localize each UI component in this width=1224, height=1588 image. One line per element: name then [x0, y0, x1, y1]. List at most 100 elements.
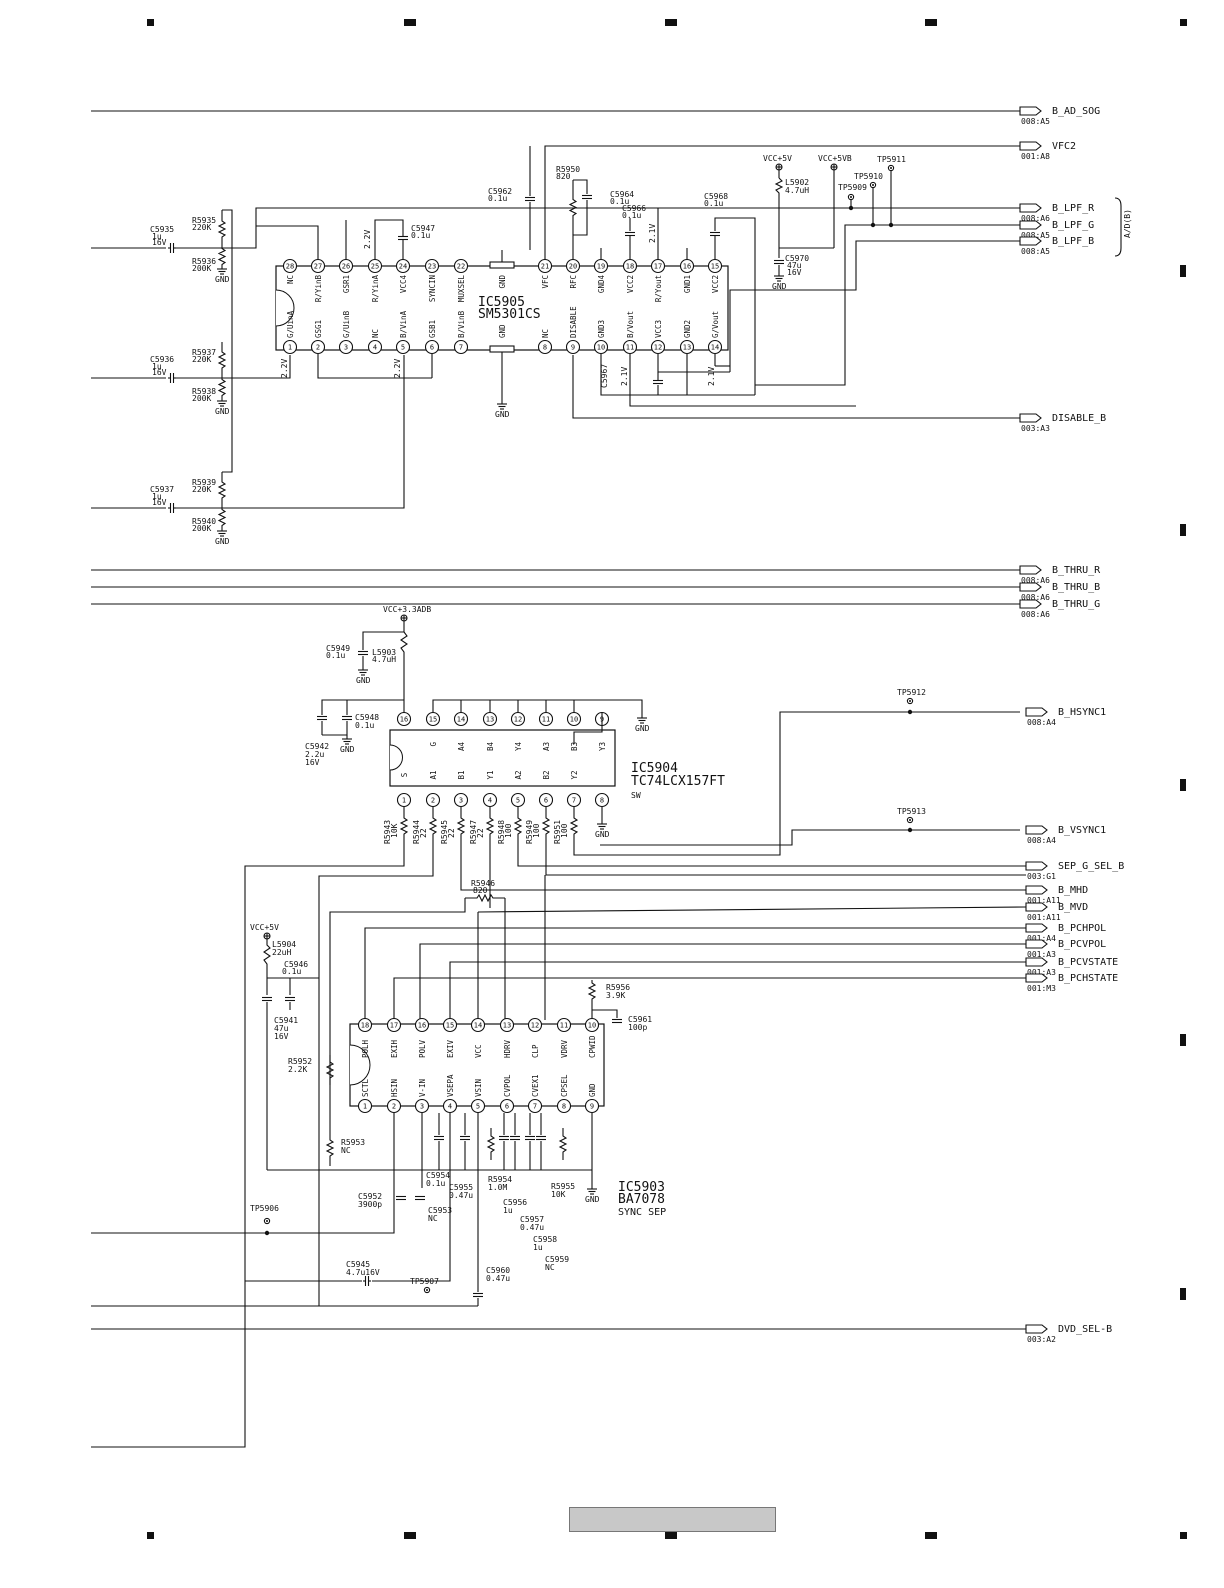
port-ref: 003:A2: [1027, 1335, 1056, 1344]
junction: [888, 222, 894, 228]
resistor: [325, 1130, 335, 1166]
ic-pin-number: 10: [570, 716, 578, 724]
gnd-label: GND: [356, 676, 371, 685]
ic-pin: [679, 339, 695, 355]
resistor: [558, 1128, 568, 1160]
offpage-connector-icon: [1025, 902, 1048, 912]
offpage-connector-icon: [1025, 1324, 1048, 1334]
ic-pin-number: 7: [459, 344, 463, 352]
offpage-connector-icon: [1019, 141, 1042, 151]
ic-pin-number: 9: [590, 1103, 594, 1111]
wire: [729, 240, 1020, 372]
ic-pin-label: Y2: [570, 770, 579, 779]
port-name: B_PCVPOL: [1058, 939, 1106, 950]
offpage-connector-icon: [1025, 707, 1048, 717]
ic-pin: [338, 339, 354, 355]
ic-pin-number: 8: [562, 1103, 566, 1111]
ic-pin-number: 15: [446, 1022, 454, 1030]
component-ref: C5960: [486, 1266, 510, 1275]
offpage-connector-icon: [1019, 220, 1042, 230]
testpoint-icon: [872, 184, 874, 186]
border-mark: [404, 1532, 416, 1539]
ic-pin: [282, 339, 298, 355]
ic-pin-number: 18: [361, 1022, 369, 1030]
port-ref: 008:A6: [1021, 610, 1050, 619]
ic-sub: SW: [631, 791, 641, 800]
component-value: 0.1u: [411, 231, 430, 240]
ic-pin: [425, 792, 441, 808]
component-ref: C5968: [704, 192, 728, 201]
component-value: 220K: [192, 355, 211, 364]
ic-pin-label: DISABLE: [569, 306, 578, 338]
ic-pin-number: 11: [560, 1022, 568, 1030]
component-ref: C5959: [545, 1255, 569, 1264]
resistor: [465, 893, 505, 903]
component-value: 0.1u: [426, 1179, 445, 1188]
ic-pin-label: HDRV: [503, 1039, 512, 1058]
ic-pin-label: GND1: [683, 275, 692, 293]
wire: [600, 829, 1020, 846]
ic-pin-label: NC: [286, 275, 295, 284]
ic-pin: [537, 339, 553, 355]
wire: [544, 145, 1020, 261]
border-mark: [404, 19, 416, 26]
component-value: 3900p: [358, 1200, 382, 1209]
resistor: [399, 807, 409, 845]
wire: [629, 354, 856, 407]
component-value: 0.1u: [704, 199, 723, 208]
ic-pin-label: VCC4: [399, 275, 408, 294]
port-ref: 003:G1: [1027, 872, 1056, 881]
testpoint-label: TP5906: [250, 1204, 279, 1213]
ic-pin-label: B/VinA: [399, 310, 408, 338]
testpoint-icon: [426, 1289, 428, 1291]
ic-pin-label: R/YinB: [314, 275, 323, 303]
resistor: [217, 210, 227, 248]
wire: [460, 845, 1026, 891]
ic-pin-label: Y1: [486, 770, 495, 779]
wire: [364, 927, 1026, 1020]
bus-bracket: [1114, 197, 1122, 257]
wire: [714, 217, 756, 395]
ic-pin-number: 16: [683, 263, 691, 271]
ic-pin: [622, 258, 638, 274]
component-value: 16V: [152, 368, 167, 377]
ic-pin: [510, 792, 526, 808]
ic-pin-label: G/UinA: [286, 310, 295, 338]
ic-ref: IC5905: [478, 295, 525, 310]
component-ref: R5947: [469, 820, 478, 844]
ic-pin-number: 9: [571, 344, 575, 352]
ic-pin-label: A1: [429, 770, 438, 779]
component-ref: C5964: [610, 190, 634, 199]
gnd-label: GND: [215, 275, 230, 284]
ic-pin: [442, 1098, 458, 1114]
ic-pin-label: VFC: [541, 275, 550, 289]
ic-pin-number: 3: [344, 344, 348, 352]
component-value: 16V: [305, 758, 320, 767]
ic-notch: [389, 744, 403, 771]
ic-pin: [453, 258, 469, 274]
component-value: 0.1u: [355, 721, 374, 730]
ic-pin-number: 5: [401, 344, 405, 352]
component-value: 0.47u: [449, 1191, 473, 1200]
ic-pin-label: GND3: [597, 320, 606, 338]
ic-pin-label: A4: [457, 742, 466, 752]
component-ref: R5937: [192, 348, 216, 357]
wire: [657, 354, 730, 373]
ic-pin: [424, 258, 440, 274]
port-name: B_AD_SOG: [1052, 106, 1100, 117]
component-value: 1u: [152, 232, 162, 241]
component-value: 16V: [787, 268, 802, 277]
gnd-label: GND: [215, 407, 230, 416]
component-ref: C5954: [426, 1171, 450, 1180]
ic-pin: [593, 258, 609, 274]
port-name: B_THRU_R: [1052, 565, 1101, 576]
ic-pin-number: 23: [428, 263, 436, 271]
offpage-connector-icon: [1019, 565, 1042, 575]
wire: [91, 845, 405, 1448]
voltage-label: 2.2V: [280, 359, 289, 378]
component-value: 1u: [152, 362, 162, 371]
ic-pin: [584, 1098, 600, 1114]
ic-pin-label: GND: [588, 1083, 597, 1097]
wire: [774, 177, 784, 248]
wire: [572, 355, 1020, 419]
